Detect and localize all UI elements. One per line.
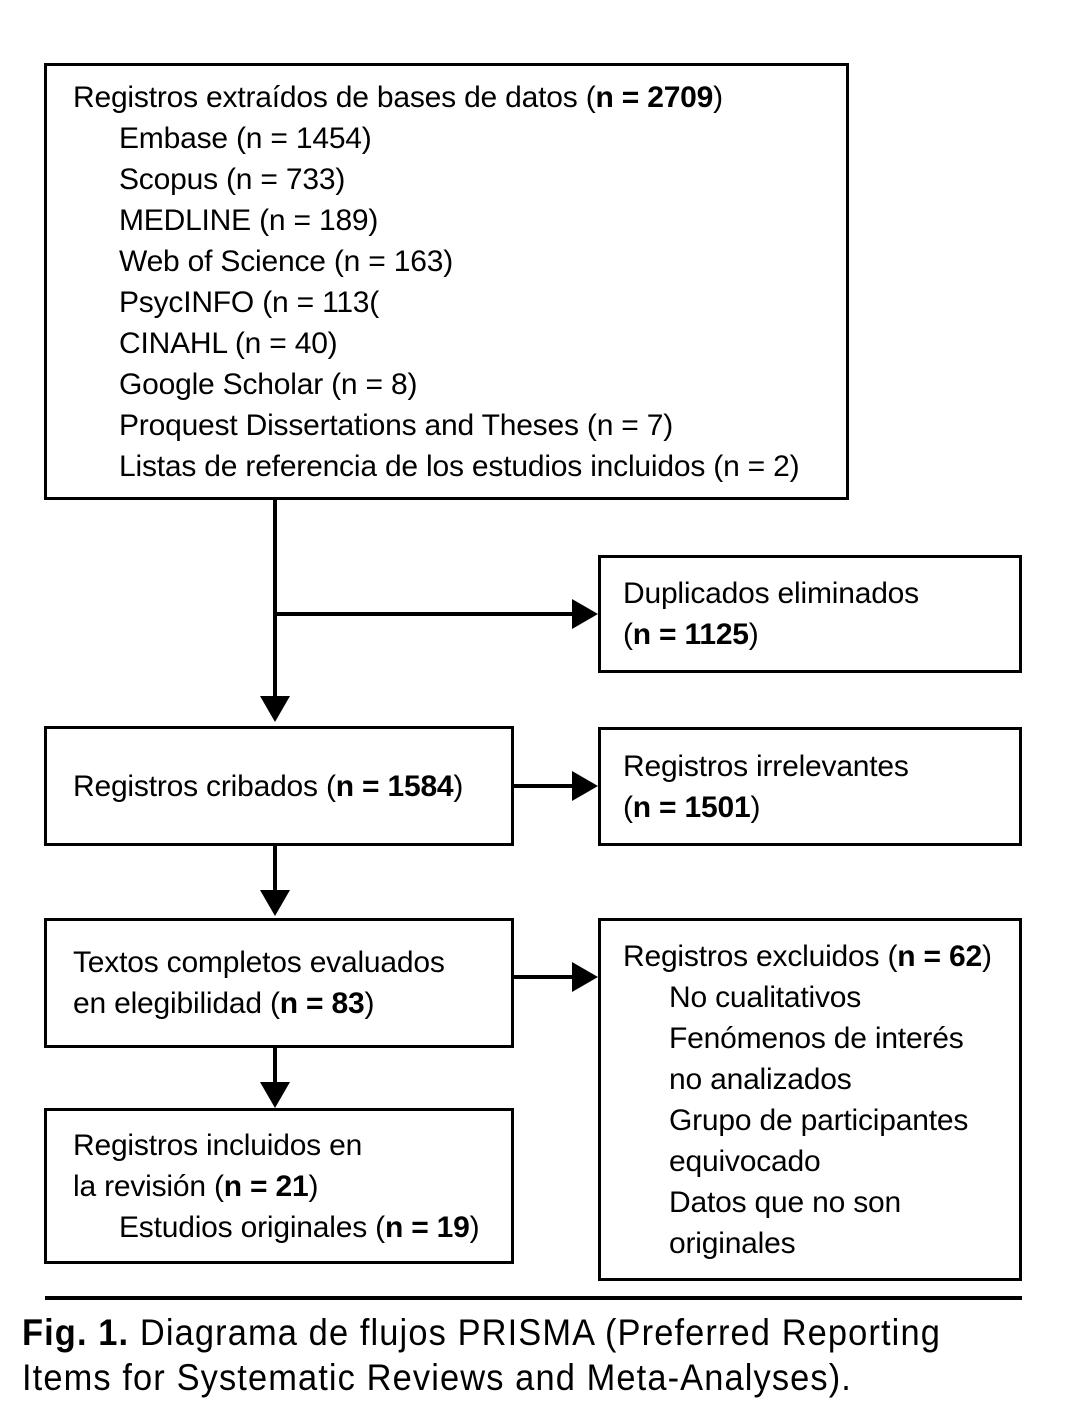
excluded-reason-3-cont: equivocado (669, 1144, 821, 1178)
connector-sources-to-duplicates (275, 612, 572, 616)
excluded-reason-2: Fenómenos de interés (669, 1021, 964, 1055)
sources-header: Registros extraídos de bases de datos (n… (73, 80, 723, 114)
box-records-irrelevant: Registros irrelevantes (n = 1501) (598, 727, 1022, 846)
connector-screened-to-fulltext (273, 846, 277, 890)
box-records-screened: Registros cribados (n = 1584) (44, 726, 514, 846)
irrelevant-line-2: (n = 1501) (623, 790, 761, 824)
box-records-identified: Registros extraídos de bases de datos (n… (44, 63, 849, 500)
irrelevant-line-1: Registros irrelevantes (623, 749, 909, 783)
source-item-cinahl: CINAHL (n = 40) (119, 326, 338, 360)
figure-number-label: Fig. 1. (22, 1312, 130, 1353)
duplicates-line-2: (n = 1125) (623, 618, 759, 651)
source-item-web-of-science: Web of Science (n = 163) (119, 244, 454, 278)
excluded-reason-1: No cualitativos (669, 980, 862, 1014)
source-item-reference-lists: Listas de referencia de los estudios inc… (119, 449, 800, 483)
caption-divider-rule (45, 1296, 1022, 1300)
source-item-proquest: Proquest Dissertations and Theses (n = 7… (119, 408, 674, 442)
excluded-reason-3: Grupo de participantes (669, 1103, 969, 1137)
excluded-reason-4-cont: originales (669, 1226, 796, 1260)
arrow-right-to-irrelevant (572, 771, 598, 801)
arrow-down-to-included (260, 1082, 290, 1108)
source-item-embase: Embase (n = 1454) (119, 121, 372, 155)
connector-screened-to-irrelevant (514, 784, 572, 788)
box-records-included: Registros incluidos en la revisión (n = … (44, 1108, 514, 1264)
arrow-right-to-duplicates (572, 599, 598, 629)
included-line-1: Registros incluidos en (73, 1128, 363, 1162)
fulltext-line-2: en elegibilidad (n = 83) (73, 987, 375, 1020)
arrow-down-to-fulltext (260, 890, 290, 916)
arrow-down-to-screened (260, 696, 290, 722)
duplicates-line-1: Duplicados eliminados (623, 577, 919, 610)
connector-fulltext-to-included (273, 1048, 277, 1082)
excluded-reason-4: Datos que no son (669, 1185, 901, 1219)
connector-sources-to-screened (273, 500, 277, 696)
box-duplicates-removed: Duplicados eliminados (n = 1125) (598, 555, 1022, 673)
excluded-reason-2-cont: no analizados (669, 1062, 852, 1096)
figure-caption-text: Diagrama de flujos PRISMA (Preferred Rep… (22, 1312, 941, 1398)
fulltext-line-1: Textos completos evaluados (73, 946, 445, 979)
source-item-scopus: Scopus (n = 733) (119, 162, 346, 196)
excluded-header: Registros excluidos (n = 62) (623, 939, 992, 973)
box-fulltext-assessed: Textos completos evaluados en elegibilid… (44, 918, 514, 1048)
screened-line-1: Registros cribados (n = 1584) (73, 769, 464, 803)
included-line-3: Estudios originales (n = 19) (119, 1210, 480, 1244)
arrow-right-to-excluded (572, 962, 598, 992)
connector-fulltext-to-excluded (514, 975, 572, 979)
source-item-medline: MEDLINE (n = 189) (119, 203, 379, 237)
included-line-2: la revisión (n = 21) (73, 1169, 319, 1203)
figure-caption: Fig. 1. Diagrama de flujos PRISMA (Prefe… (22, 1310, 994, 1400)
box-records-excluded: Registros excluidos (n = 62) No cualitat… (598, 918, 1022, 1281)
source-item-psycinfo: PsycINFO (n = 113( (119, 285, 380, 319)
source-item-google-scholar: Google Scholar (n = 8) (119, 367, 418, 401)
